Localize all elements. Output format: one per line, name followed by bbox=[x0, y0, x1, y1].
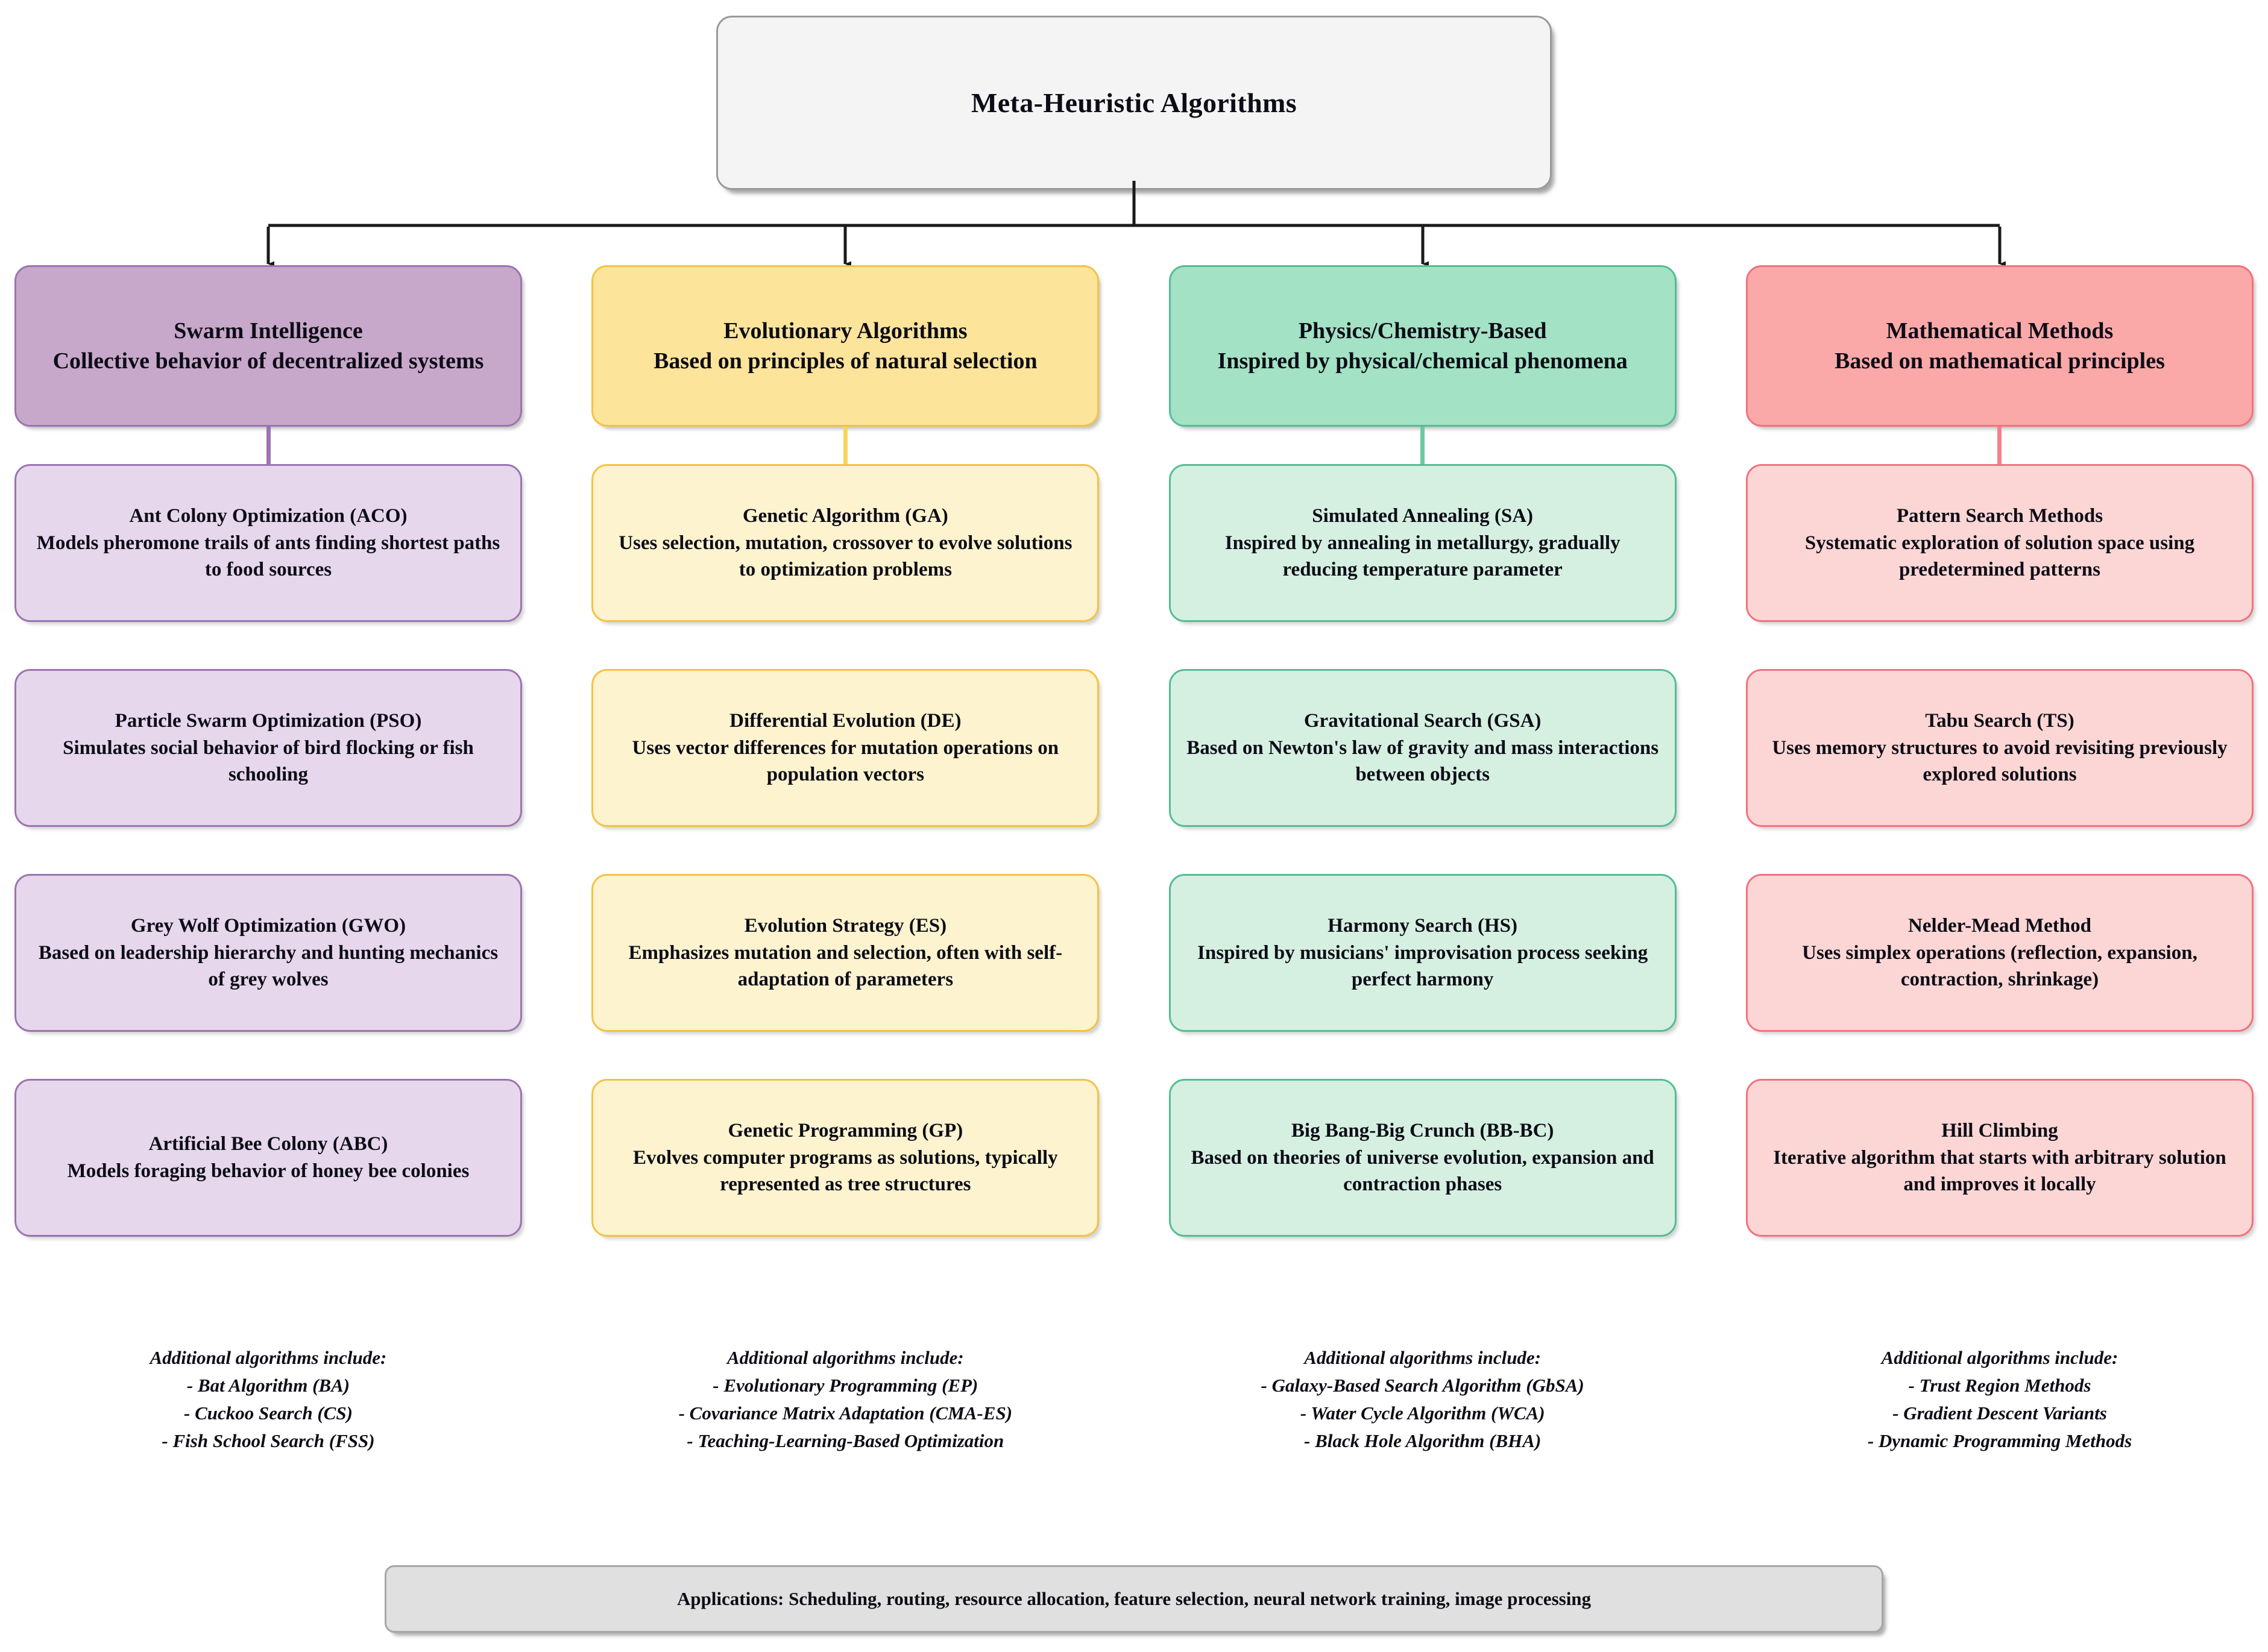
algorithm-card[interactable]: Particle Swarm Optimization (PSO) Simula… bbox=[14, 669, 522, 827]
algorithm-name: Particle Swarm Optimization (PSO) bbox=[115, 710, 422, 732]
column-swarm-intelligence: Swarm Intelligence Collective behavior o… bbox=[14, 265, 522, 1237]
algorithm-description: Inspired by annealing in metallurgy, gra… bbox=[1224, 532, 1621, 581]
algorithm-card[interactable]: Genetic Algorithm (GA) Uses selection, m… bbox=[591, 464, 1100, 622]
additional-algorithm-item: - Black Hole Algorithm (BHA) bbox=[1304, 1430, 1542, 1451]
additional-algorithms-row: Additional algorithms include: - Bat Alg… bbox=[14, 1344, 2254, 1455]
algorithm-name: Evolution Strategy (ES) bbox=[744, 915, 947, 937]
algorithm-description: Models foraging behavior of honey bee co… bbox=[67, 1160, 470, 1182]
algorithm-description: Uses simplex operations (reflection, exp… bbox=[1802, 941, 2197, 991]
tree-connector-arrows bbox=[266, 181, 2006, 267]
additional-algorithms-mathematical-methods: Additional algorithms include: - Trust R… bbox=[1746, 1344, 2254, 1455]
algorithm-card[interactable]: Tabu Search (TS) Uses memory structures … bbox=[1745, 669, 2254, 827]
algorithm-name: Tabu Search (TS) bbox=[1925, 710, 2074, 732]
additional-algorithm-item: - Dynamic Programming Methods bbox=[1867, 1430, 2132, 1451]
algorithm-name: Gravitational Search (GSA) bbox=[1303, 710, 1542, 732]
algorithm-name: Harmony Search (HS) bbox=[1328, 915, 1518, 937]
category-description: Based on mathematical principles bbox=[1835, 348, 2165, 374]
column-connector-line bbox=[266, 427, 271, 464]
algorithm-description: Evolves computer programs as solutions, … bbox=[633, 1146, 1058, 1196]
additional-algorithm-item: - Bat Algorithm (BA) bbox=[186, 1374, 350, 1396]
algorithm-name: Hill Climbing bbox=[1941, 1120, 2058, 1142]
algorithm-name: Genetic Algorithm (GA) bbox=[742, 505, 948, 527]
additional-algorithms-swarm-intelligence: Additional algorithms include: - Bat Alg… bbox=[14, 1344, 522, 1455]
algorithm-card[interactable]: Pattern Search Methods Systematic explor… bbox=[1745, 464, 2254, 622]
algorithm-card[interactable]: Harmony Search (HS) Inspired by musician… bbox=[1168, 874, 1677, 1032]
additional-algorithms-title: Additional algorithms include: bbox=[150, 1347, 387, 1368]
root-node: Meta-Heuristic Algorithms bbox=[716, 16, 1552, 190]
algorithm-name: Genetic Programming (GP) bbox=[728, 1120, 963, 1142]
algorithm-description: Inspired by musicians' improvisation pro… bbox=[1197, 941, 1648, 991]
algorithm-description: Based on leadership hierarchy and huntin… bbox=[38, 941, 499, 991]
additional-algorithm-item: - Fish School Search (FSS) bbox=[162, 1430, 375, 1451]
algorithm-card[interactable]: Gravitational Search (GSA) Based on Newt… bbox=[1168, 669, 1677, 827]
algorithm-card[interactable]: Simulated Annealing (SA) Inspired by ann… bbox=[1168, 464, 1677, 622]
algorithm-name: Nelder-Mead Method bbox=[1908, 915, 2091, 937]
algorithm-name: Grey Wolf Optimization (GWO) bbox=[130, 915, 406, 937]
algorithm-name: Simulated Annealing (SA) bbox=[1312, 505, 1534, 527]
algorithm-card[interactable]: Ant Colony Optimization (ACO) Models phe… bbox=[14, 464, 522, 622]
category-columns: Swarm Intelligence Collective behavior o… bbox=[14, 265, 2254, 1237]
applications-container: Applications: Scheduling, routing, resou… bbox=[0, 1565, 2268, 1633]
category-name: Physics/Chemistry-Based bbox=[1298, 318, 1547, 344]
algorithm-card[interactable]: Evolution Strategy (ES) Emphasizes mutat… bbox=[591, 874, 1100, 1032]
additional-algorithms-title: Additional algorithms include: bbox=[1881, 1347, 2118, 1368]
column-mathematical-methods: Mathematical Methods Based on mathematic… bbox=[1745, 265, 2254, 1237]
algorithm-description: Based on theories of universe evolution,… bbox=[1191, 1146, 1654, 1196]
algorithm-description: Uses vector differences for mutation ope… bbox=[632, 736, 1059, 786]
root-title: Meta-Heuristic Algorithms bbox=[971, 87, 1297, 118]
algorithm-description: Simulates social behavior of bird flocki… bbox=[63, 736, 474, 786]
applications-text: Applications: Scheduling, routing, resou… bbox=[676, 1588, 1592, 1609]
algorithm-card[interactable]: Genetic Programming (GP) Evolves compute… bbox=[591, 1079, 1100, 1237]
algorithm-card[interactable]: Nelder-Mead Method Uses simplex operatio… bbox=[1745, 874, 2254, 1032]
algorithm-description: Uses selection, mutation, crossover to e… bbox=[619, 532, 1073, 581]
category-description: Collective behavior of decentralized sys… bbox=[52, 348, 484, 374]
root-node-container: Meta-Heuristic Algorithms bbox=[0, 16, 2268, 190]
column-connector-line bbox=[843, 427, 848, 464]
additional-algorithms-title: Additional algorithms include: bbox=[726, 1347, 964, 1368]
additional-algorithm-item: - Water Cycle Algorithm (WCA) bbox=[1300, 1402, 1545, 1424]
algorithm-description: Models pheromone trails of ants finding … bbox=[36, 532, 500, 581]
additional-algorithm-item: - Covariance Matrix Adaptation (CMA-ES) bbox=[678, 1402, 1013, 1424]
algorithm-description: Iterative algorithm that starts with arb… bbox=[1773, 1146, 2226, 1196]
column-connector-line bbox=[1420, 427, 1425, 464]
algorithm-description: Uses memory structures to avoid revisiti… bbox=[1772, 736, 2228, 786]
category-name: Swarm Intelligence bbox=[174, 318, 363, 344]
algorithm-description: Based on Newton's law of gravity and mas… bbox=[1186, 736, 1659, 786]
column-evolutionary-algorithms: Evolutionary Algorithms Based on princip… bbox=[591, 265, 1100, 1237]
algorithm-card[interactable]: Grey Wolf Optimization (GWO) Based on le… bbox=[14, 874, 522, 1032]
category-header-mathematical-methods[interactable]: Mathematical Methods Based on mathematic… bbox=[1745, 265, 2254, 427]
category-description: Inspired by physical/chemical phenomena bbox=[1217, 348, 1628, 374]
additional-algorithm-item: - Teaching-Learning-Based Optimization bbox=[687, 1430, 1004, 1451]
additional-algorithms-title: Additional algorithms include: bbox=[1304, 1347, 1542, 1368]
algorithm-card[interactable]: Hill Climbing Iterative algorithm that s… bbox=[1745, 1079, 2254, 1237]
category-description: Based on principles of natural selection bbox=[654, 348, 1038, 374]
additional-algorithms-evolutionary-algorithms: Additional algorithms include: - Evoluti… bbox=[591, 1344, 1099, 1455]
additional-algorithm-item: - Galaxy-Based Search Algorithm (GbSA) bbox=[1261, 1374, 1584, 1396]
algorithm-description: Systematic exploration of solution space… bbox=[1804, 532, 2195, 581]
column-connector-line bbox=[1997, 427, 2002, 464]
category-name: Evolutionary Algorithms bbox=[723, 318, 968, 344]
algorithm-name: Ant Colony Optimization (ACO) bbox=[129, 505, 408, 527]
algorithm-card[interactable]: Big Bang-Big Crunch (BB-BC) Based on the… bbox=[1168, 1079, 1677, 1237]
category-header-physics-chemistry-based[interactable]: Physics/Chemistry-Based Inspired by phys… bbox=[1168, 265, 1677, 427]
additional-algorithms-physics-chemistry-based: Additional algorithms include: - Galaxy-… bbox=[1169, 1344, 1677, 1455]
category-header-evolutionary-algorithms[interactable]: Evolutionary Algorithms Based on princip… bbox=[591, 265, 1100, 427]
column-physics-chemistry-based: Physics/Chemistry-Based Inspired by phys… bbox=[1168, 265, 1677, 1237]
algorithm-name: Big Bang-Big Crunch (BB-BC) bbox=[1291, 1120, 1554, 1142]
algorithm-name: Pattern Search Methods bbox=[1896, 505, 2103, 527]
algorithm-description: Emphasizes mutation and selection, often… bbox=[628, 941, 1063, 991]
applications-box: Applications: Scheduling, routing, resou… bbox=[385, 1565, 1883, 1633]
additional-algorithm-item: - Trust Region Methods bbox=[1908, 1374, 2091, 1396]
algorithm-name: Artificial Bee Colony (ABC) bbox=[148, 1133, 388, 1155]
algorithm-card[interactable]: Artificial Bee Colony (ABC) Models forag… bbox=[14, 1079, 522, 1237]
category-name: Mathematical Methods bbox=[1886, 318, 2114, 344]
additional-algorithm-item: - Evolutionary Programming (EP) bbox=[713, 1374, 978, 1396]
additional-algorithm-item: - Cuckoo Search (CS) bbox=[184, 1402, 353, 1424]
additional-algorithm-item: - Gradient Descent Variants bbox=[1892, 1402, 2107, 1424]
category-header-swarm-intelligence[interactable]: Swarm Intelligence Collective behavior o… bbox=[14, 265, 522, 427]
algorithm-name: Differential Evolution (DE) bbox=[729, 710, 962, 732]
algorithm-card[interactable]: Differential Evolution (DE) Uses vector … bbox=[591, 669, 1100, 827]
